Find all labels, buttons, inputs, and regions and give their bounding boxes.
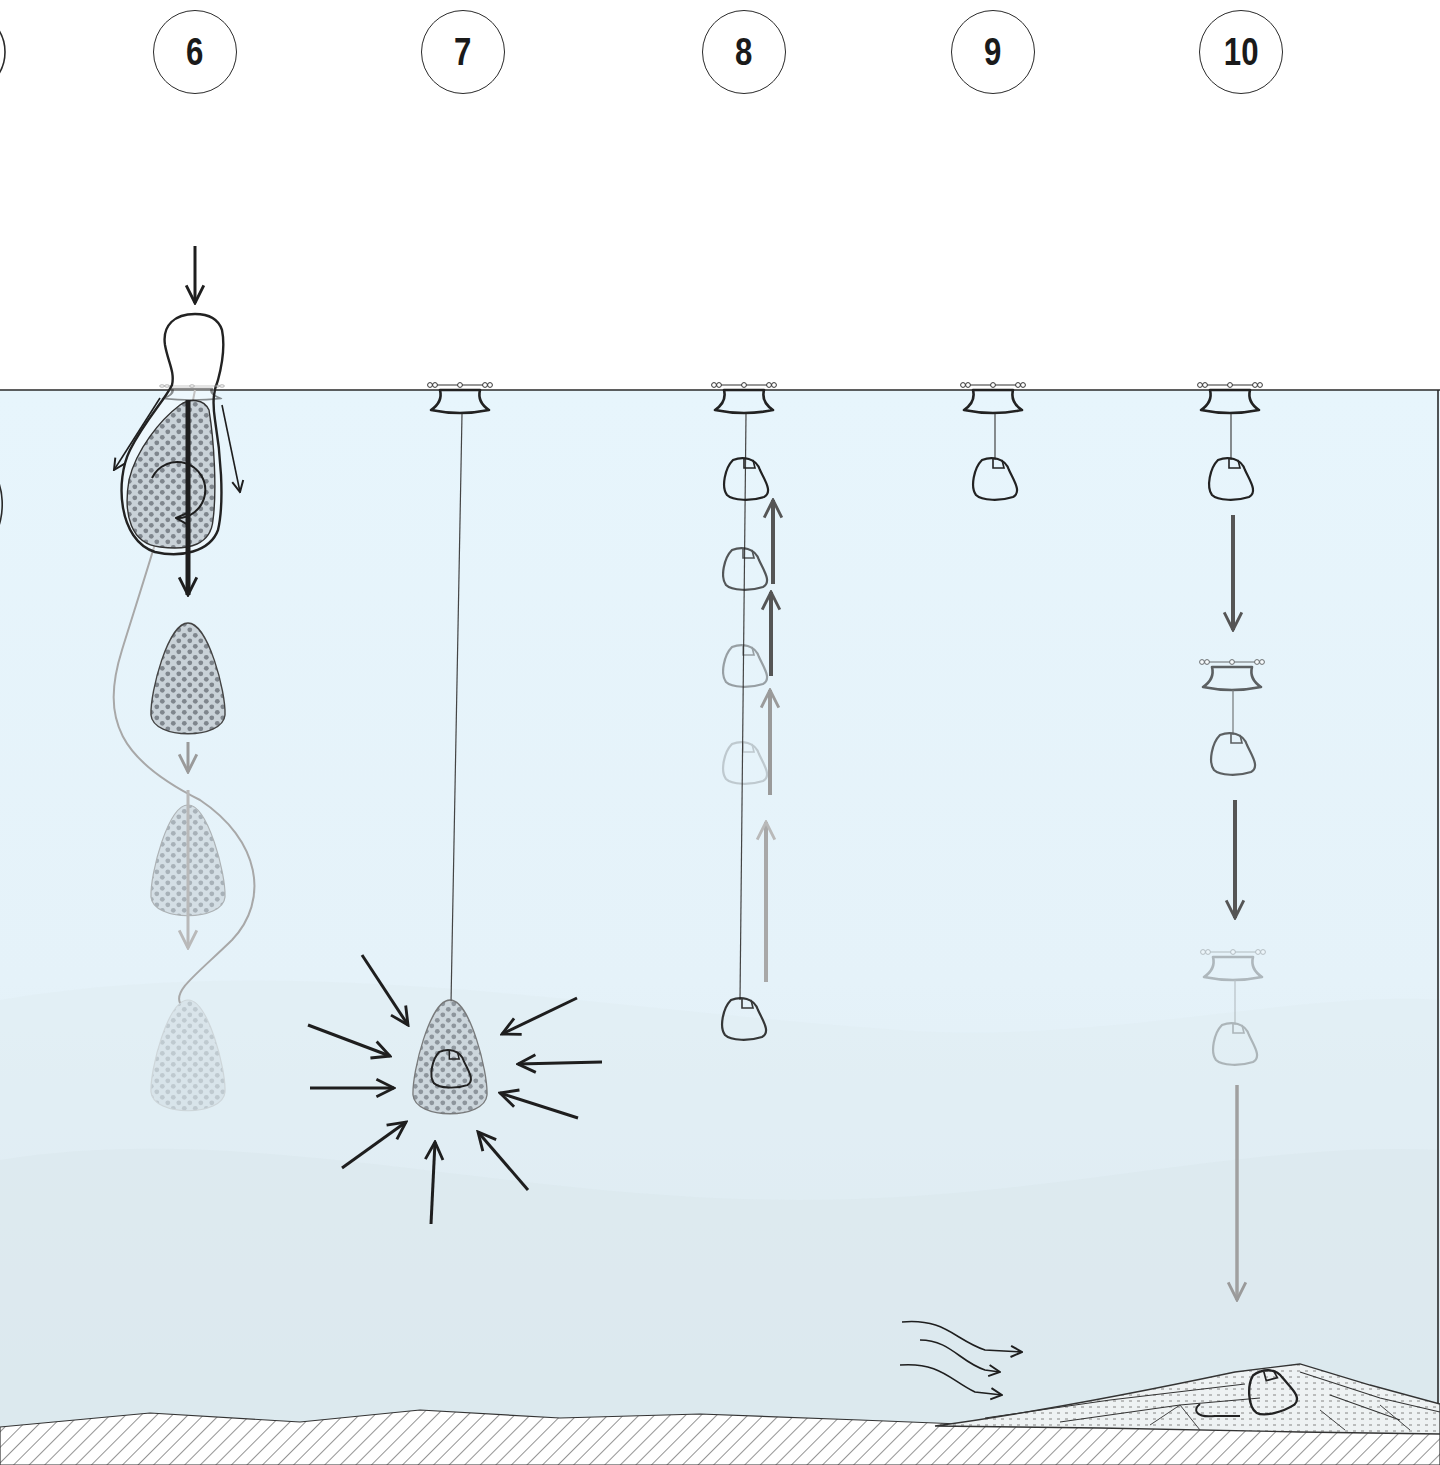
pressure-arrow [342,1122,406,1168]
rising-block [768,690,772,795]
callout-circle: 9 [951,10,1035,94]
cropped-shape [0,11,5,535]
compacted-bag [413,383,492,1114]
rising-block [769,592,773,676]
water-body [0,390,1440,1465]
seafloor [1196,1404,1240,1416]
seafloor [0,1364,1440,1465]
sinking-bag [151,623,225,734]
pressure-arrow [518,1062,602,1064]
filling-bag [160,385,225,400]
settling-block [1201,950,1266,980]
floating-block [973,458,1017,500]
rising-block [712,383,777,413]
settling-block [1211,733,1255,775]
seafloor [1243,1364,1299,1418]
settling-block [1230,414,1231,460]
rising-block [740,414,746,1000]
settling-block [1200,660,1265,690]
callout-circle: 8 [702,10,786,94]
callout-number: 9 [984,33,1001,71]
settling-block [1233,800,1237,918]
water-body [1437,390,1439,1465]
callout-number: 10 [1224,33,1259,71]
floating-block [994,414,995,460]
filling-bag [194,246,197,303]
floating-block [961,383,1026,413]
rising-block [723,645,767,687]
callout-number: 7 [454,33,471,71]
pressure-arrow [500,1093,578,1118]
pressure-arrow [308,1025,390,1056]
water-body [0,1149,1440,1465]
floating-block [961,383,1026,500]
compacted-bag [451,414,462,1003]
pressure-arrow [431,1142,435,1224]
seafloor [1150,1405,1410,1430]
callout-circle: 10 [1199,10,1283,94]
filling-bag [114,390,255,1003]
pressure-arrow [308,955,602,1224]
seafloor [935,1364,1440,1434]
filling-bag [152,462,205,518]
pressure-arrow [502,998,577,1034]
water-body [0,981,1440,1465]
settling-block [1213,1023,1257,1065]
current-arrow [902,1322,1022,1352]
current-arrow [900,1365,1002,1395]
settling-block [1234,980,1235,1025]
sinking-bag [187,742,190,772]
water-body [0,390,1440,1465]
cropped-shape [0,11,5,93]
settling-block [1235,1085,1239,1300]
pressure-arrow [310,1087,394,1090]
settling-block [1209,458,1253,500]
pressure-arrow [362,955,408,1025]
rising-block [723,548,767,590]
rising-block [724,458,768,500]
filling-bag [186,400,191,595]
filling-bag [114,398,160,470]
rising-block [771,500,775,584]
callout-circle: 7 [421,10,505,94]
filling-bag [127,401,215,548]
pressure-arrow [478,1132,528,1190]
rising-block [712,383,777,1040]
rising-block [722,998,766,1040]
settling-block [1231,515,1235,630]
settling-block [1198,383,1263,413]
settling-block [1232,690,1233,735]
compacted-bag [431,1050,471,1087]
cropped-shape [0,470,2,535]
callout-circle: 6 [153,10,237,94]
settling-block [1201,950,1266,1065]
filling-bag [222,405,240,492]
sinking-bag [151,1000,225,1111]
current-arrow [900,1322,1022,1395]
compacted-bag [413,1000,487,1114]
rising-block [723,742,767,784]
settling-block [1198,383,1266,1300]
callout-number: 6 [186,33,203,71]
callout-number: 8 [735,33,752,71]
sinking-bag [151,623,225,1111]
seafloor [985,1372,1440,1422]
current-arrow [920,1340,1000,1372]
settling-block [1200,660,1265,775]
filling-bag [114,246,255,1003]
sinking-bag [187,790,190,948]
rising-block [764,822,768,982]
compacted-bag [428,383,493,413]
